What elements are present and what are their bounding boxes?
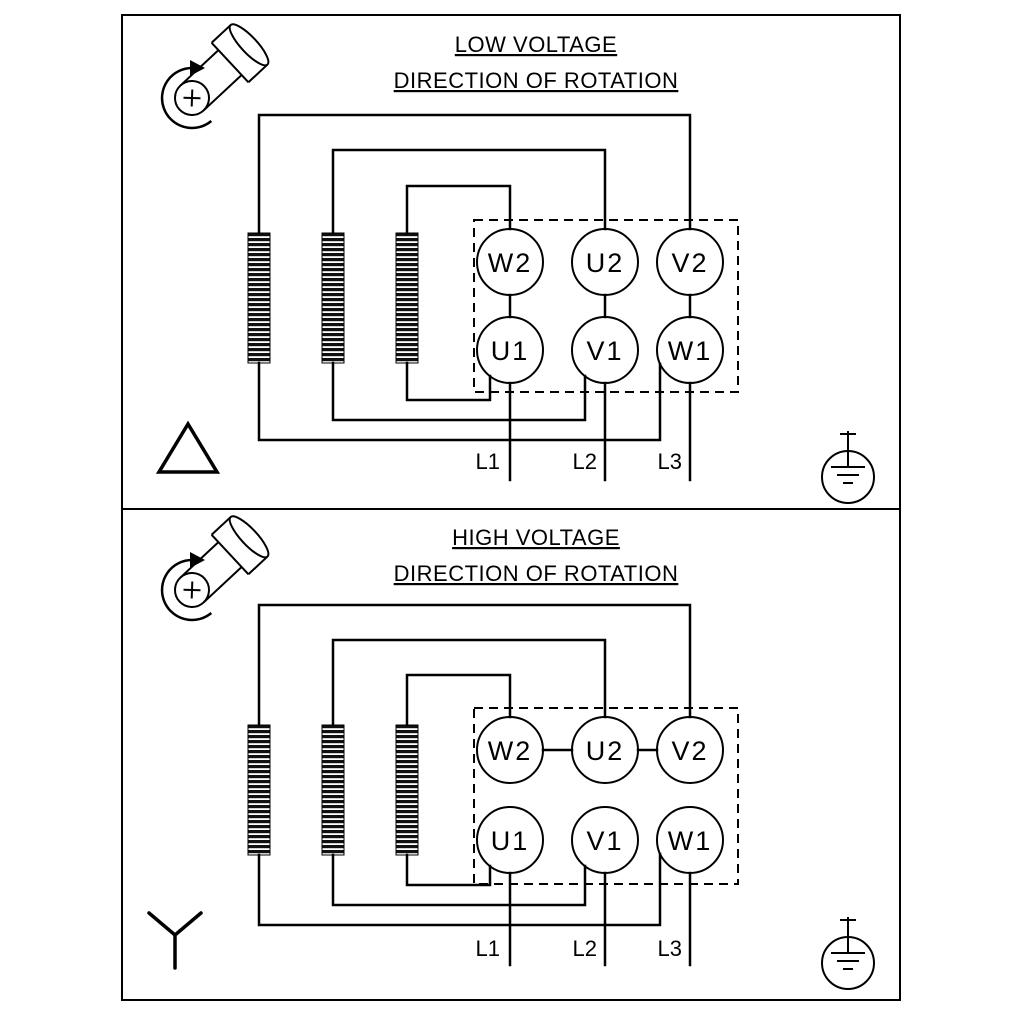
terminal-label: V2 [671, 736, 708, 766]
delta-symbol [155, 420, 221, 474]
terminal-w2: W2 [476, 228, 544, 296]
stator-windings [247, 232, 419, 364]
stator-windings [247, 724, 419, 856]
lead-label-l3: L3 [658, 449, 682, 474]
terminal-board-outline [473, 219, 739, 393]
star-symbol [147, 911, 203, 970]
terminal-circle [571, 316, 639, 384]
wire [331, 853, 587, 907]
high-voltage-panel: HIGH VOLTAGE DIRECTION OF ROTATION W2 [121, 508, 901, 1001]
terminal-u1: U1 [476, 316, 544, 384]
wire [405, 673, 512, 727]
winding-coil [321, 724, 345, 856]
terminal-board-outline [473, 707, 739, 885]
panel-subtitle: DIRECTION OF ROTATION [394, 561, 679, 586]
terminal-circle [476, 316, 544, 384]
terminal-circle [656, 806, 724, 874]
terminal-circle [476, 716, 544, 784]
terminal-label: W2 [488, 248, 533, 278]
wire [257, 852, 662, 927]
terminal-v1: V1 [571, 316, 639, 384]
terminal-circle [656, 316, 724, 384]
wire [405, 853, 492, 887]
winding-coil [247, 724, 271, 856]
winding-coil [247, 232, 271, 364]
winding-coil [395, 724, 419, 856]
terminal-u1: U1 [476, 806, 544, 874]
terminal-label: V1 [586, 336, 623, 366]
earth-ground-icon [821, 916, 875, 990]
terminal-circle [656, 716, 724, 784]
wire [257, 113, 692, 235]
wire [331, 361, 587, 422]
terminal-circle [656, 228, 724, 296]
panel-border [121, 508, 901, 1001]
terminal-u2: U2 [571, 228, 639, 296]
terminal-v2: V2 [656, 716, 724, 784]
lead-label-l2: L2 [573, 449, 597, 474]
terminal-circle [571, 228, 639, 296]
winding-coil [395, 232, 419, 364]
terminal-label: W1 [668, 336, 713, 366]
terminal-v1: V1 [571, 806, 639, 874]
rotation-direction-icon [159, 510, 275, 623]
wiring [257, 603, 692, 967]
terminal-label: V1 [586, 826, 623, 856]
wire [405, 361, 492, 402]
terminal-label: U2 [586, 248, 625, 278]
panel-title: LOW VOLTAGE [455, 32, 617, 57]
panel-title: HIGH VOLTAGE [452, 525, 620, 550]
terminal-label: U2 [586, 736, 625, 766]
rotation-direction-icon [159, 18, 275, 131]
terminal-label: W1 [668, 826, 713, 856]
winding-coil [321, 232, 345, 364]
terminal-w1: W1 [656, 806, 724, 874]
lead-label-l1: L1 [476, 449, 500, 474]
low-voltage-panel: LOW VOLTAGE DIRECTION OF ROTATION W2 [121, 14, 901, 510]
wire [257, 603, 692, 727]
terminal-label: V2 [671, 248, 708, 278]
terminal-label: U1 [491, 336, 530, 366]
wire [331, 638, 607, 727]
lead-label-l1: L1 [476, 936, 500, 961]
terminal-circle [571, 716, 639, 784]
wire [257, 361, 662, 442]
lead-label-l3: L3 [658, 936, 682, 961]
lead-label-l2: L2 [573, 936, 597, 961]
terminal-circle [476, 806, 544, 874]
terminal-circle [571, 806, 639, 874]
wire [405, 184, 512, 235]
terminal-label: W2 [488, 736, 533, 766]
terminal-v2: V2 [656, 228, 724, 296]
terminal-w1: W1 [656, 316, 724, 384]
terminal-circle [476, 228, 544, 296]
panel-subtitle: DIRECTION OF ROTATION [394, 68, 679, 93]
wire [331, 148, 607, 235]
wiring [257, 113, 692, 482]
terminal-w2: W2 [476, 716, 544, 784]
terminal-u2: U2 [571, 716, 639, 784]
terminal-label: U1 [491, 826, 530, 856]
earth-ground-icon [821, 430, 875, 504]
